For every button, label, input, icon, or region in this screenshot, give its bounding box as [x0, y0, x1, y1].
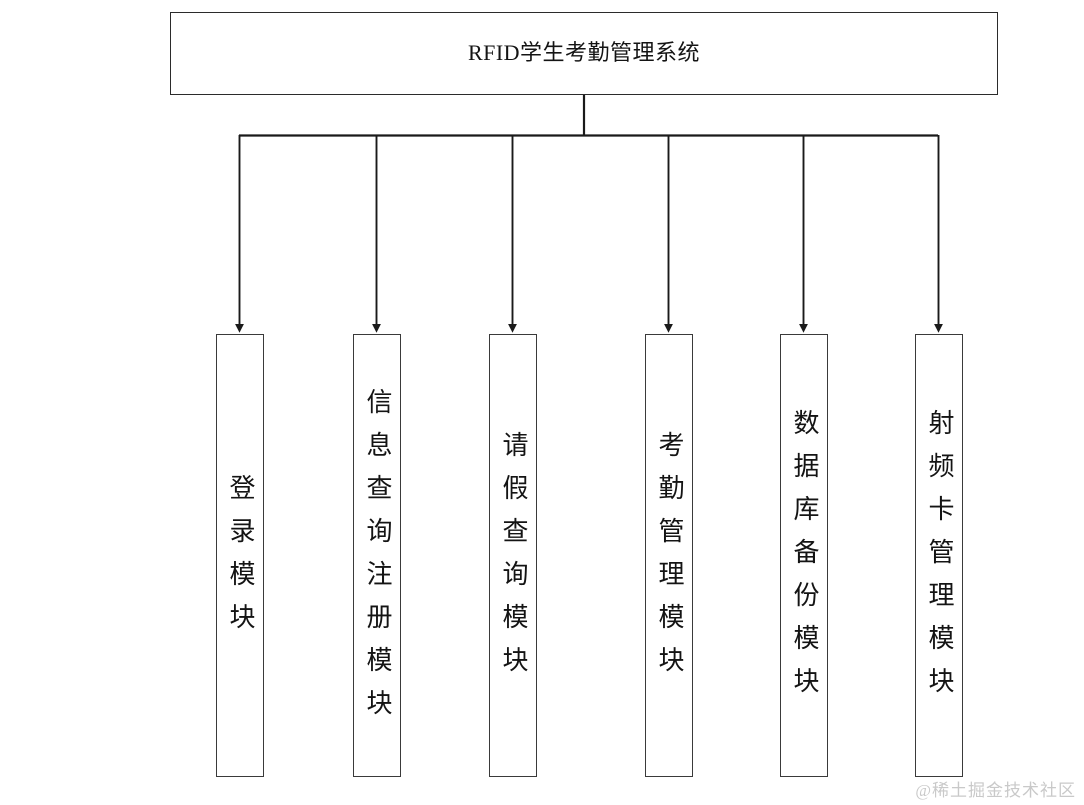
module-label-attendance-management: 考勤管理模块 [655, 430, 684, 689]
module-node-rfid-card-management[interactable]: 射频卡管理模块 [915, 334, 963, 777]
module-node-database-backup[interactable]: 数据库备份模块 [780, 334, 828, 777]
module-label-rfid-card-management: 射频卡管理模块 [925, 409, 954, 710]
root-node-system[interactable]: RFID学生考勤管理系统 [170, 12, 998, 95]
module-node-attendance-management[interactable]: 考勤管理模块 [645, 334, 693, 777]
module-node-login[interactable]: 登录模块 [216, 334, 264, 777]
watermark-text: @稀土掘金技术社区 [915, 781, 1076, 800]
module-node-leave-query[interactable]: 请假查询模块 [489, 334, 537, 777]
module-label-leave-query: 请假查询模块 [499, 430, 528, 689]
module-node-info-query-register[interactable]: 信息查询注册模块 [353, 334, 401, 777]
module-label-login: 登录模块 [226, 473, 255, 646]
module-label-database-backup: 数据库备份模块 [790, 409, 819, 710]
module-label-info-query-register: 信息查询注册模块 [363, 387, 392, 732]
root-node-label: RFID学生考勤管理系统 [467, 40, 701, 66]
